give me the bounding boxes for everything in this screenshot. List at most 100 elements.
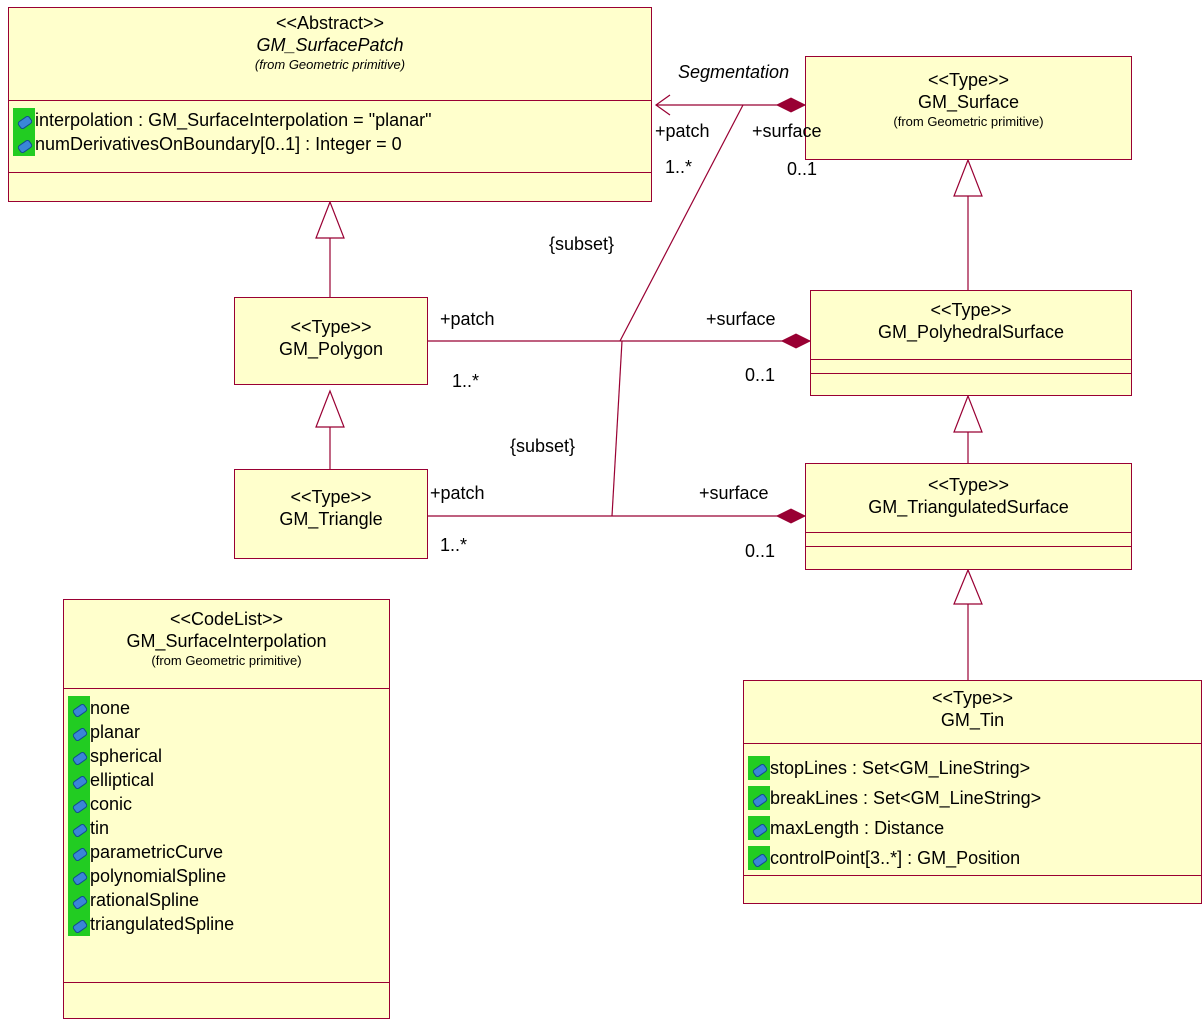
class-name: GM_TriangulatedSurface [868, 497, 1069, 517]
attribute-list: stopLines : Set<GM_LineString> breakLine… [744, 753, 1201, 873]
attribute-text: conic [90, 794, 133, 814]
subset-constraint-label: {subset} [510, 436, 576, 456]
polyhedral-surface-multiplicity: 0..1 [745, 365, 776, 385]
class-gm-surfaceinterpolation[interactable]: <<CodeList>> GM_SurfaceInterpolation (fr… [63, 599, 390, 1019]
stereotype: <<Type>> [927, 70, 1010, 90]
attribute-text: stopLines : Set<GM_LineString> [770, 758, 1031, 778]
segmentation-patch-multiplicity: 1..* [665, 157, 693, 177]
attribute-row[interactable]: interpolation : GM_SurfaceInterpolation … [9, 108, 651, 132]
attribute-row[interactable]: none [64, 696, 389, 720]
subset-constraint-line-upper [619, 104, 744, 342]
tin-generalization-arrow [953, 568, 983, 605]
triangle-composition-diamond [775, 508, 807, 524]
attribute-icon [68, 840, 90, 864]
polyhedral-generalization-arrow [953, 158, 983, 197]
stereotype: <<Type>> [290, 487, 372, 507]
attribute-icon [68, 744, 90, 768]
attribute-row[interactable]: tin [64, 816, 389, 840]
attribute-icon [748, 756, 770, 780]
attribute-row[interactable]: planar [64, 720, 389, 744]
attribute-icon [68, 912, 90, 936]
compartment-divider [9, 172, 651, 173]
compartment-divider [744, 875, 1201, 876]
polygon-composition-diamond [780, 333, 812, 349]
attribute-row[interactable]: controlPoint[3..*] : GM_Position [744, 843, 1201, 873]
attribute-icon [68, 720, 90, 744]
class-gm-triangle[interactable]: <<Type>> GM_Triangle [234, 469, 428, 559]
subset-constraint-line-lower [611, 340, 623, 517]
package-origin: (from Geometric primitive) [151, 653, 302, 668]
compartment-divider [64, 688, 389, 689]
triangulated-generalization-arrow [953, 394, 983, 433]
polygon-patch-role: +patch [440, 309, 495, 329]
attribute-row[interactable]: polynomialSpline [64, 864, 389, 888]
class-name: GM_Triangle [279, 509, 383, 529]
stereotype: <<Type>> [927, 475, 1010, 495]
attribute-row[interactable]: maxLength : Distance [744, 813, 1201, 843]
segmentation-composition-diamond [775, 97, 807, 113]
segmentation-surface-multiplicity: 0..1 [787, 159, 818, 179]
attribute-icon [68, 864, 90, 888]
attribute-row[interactable]: conic [64, 792, 389, 816]
attribute-row[interactable]: spherical [64, 744, 389, 768]
polygon-generalization-arrow [315, 200, 345, 239]
attribute-text: numDerivativesOnBoundary[0..1] : Integer… [35, 134, 402, 154]
attribute-text: rationalSpline [90, 890, 200, 910]
compartment-divider [811, 359, 1131, 360]
class-name: GM_Polygon [278, 339, 384, 359]
attribute-icon [68, 888, 90, 912]
compartment-divider [806, 532, 1131, 533]
attribute-text: triangulatedSpline [90, 914, 235, 934]
attribute-text: tin [90, 818, 110, 838]
compartment-divider [9, 100, 651, 101]
class-gm-surfacepatch[interactable]: <<Abstract>> GM_SurfacePatch (from Geome… [8, 7, 652, 202]
class-gm-tin[interactable]: <<Type>> GM_Tin stopLines : Set<GM_LineS… [743, 680, 1202, 904]
attribute-row[interactable]: rationalSpline [64, 888, 389, 912]
attribute-icon [68, 792, 90, 816]
class-gm-polygon[interactable]: <<Type>> GM_Polygon [234, 297, 428, 385]
attribute-text: parametricCurve [90, 842, 224, 862]
attribute-row[interactable]: triangulatedSpline [64, 912, 389, 936]
class-name: GM_Tin [940, 710, 1005, 730]
segmentation-surface-role: +surface [752, 121, 822, 141]
attribute-text: interpolation : GM_SurfaceInterpolation … [35, 110, 432, 130]
attribute-row[interactable]: numDerivativesOnBoundary[0..1] : Integer… [9, 132, 651, 156]
triangulated-surface-role: +surface [699, 483, 769, 503]
stereotype: <<Type>> [930, 300, 1012, 320]
segmentation-association-name: Segmentation [678, 62, 790, 82]
compartment-divider [806, 546, 1131, 547]
stereotype: <<Type>> [290, 317, 372, 337]
attribute-row[interactable]: elliptical [64, 768, 389, 792]
attribute-text: polynomialSpline [90, 866, 227, 886]
compartment-divider [811, 373, 1131, 374]
attribute-row[interactable]: breakLines : Set<GM_LineString> [744, 783, 1201, 813]
stereotype: <<Type>> [931, 688, 1014, 708]
segmentation-navigability-arrow [654, 94, 671, 116]
attribute-row[interactable]: stopLines : Set<GM_LineString> [744, 753, 1201, 783]
stereotype: <<CodeList>> [169, 609, 284, 629]
attribute-text: maxLength : Distance [770, 818, 945, 838]
class-gm-surface[interactable]: <<Type>> GM_Surface (from Geometric prim… [805, 56, 1132, 160]
attribute-icon [68, 696, 90, 720]
class-name: GM_Surface [917, 92, 1020, 112]
attribute-text: elliptical [90, 770, 155, 790]
subset-constraint-label: {subset} [549, 234, 615, 254]
attribute-text: controlPoint[3..*] : GM_Position [770, 848, 1021, 868]
stereotype: <<Abstract>> [275, 13, 385, 33]
class-gm-polyhedralsurface[interactable]: <<Type>> GM_PolyhedralSurface [810, 290, 1132, 396]
attribute-icon [13, 132, 35, 156]
class-gm-triangulatedsurface[interactable]: <<Type>> GM_TriangulatedSurface [805, 463, 1132, 570]
compartment-divider [744, 743, 1201, 744]
attribute-text: planar [90, 722, 141, 742]
attribute-list: interpolation : GM_SurfaceInterpolation … [9, 108, 651, 156]
attribute-icon [13, 108, 35, 132]
attribute-icon [748, 786, 770, 810]
compartment-divider [64, 982, 389, 983]
attribute-row[interactable]: parametricCurve [64, 840, 389, 864]
polyhedral-surface-role: +surface [706, 309, 776, 329]
attribute-text: breakLines : Set<GM_LineString> [770, 788, 1042, 808]
class-name: GM_PolyhedralSurface [877, 322, 1065, 342]
triangle-patch-multiplicity: 1..* [440, 535, 468, 555]
attribute-icon [68, 768, 90, 792]
segmentation-patch-role: +patch [655, 121, 710, 141]
